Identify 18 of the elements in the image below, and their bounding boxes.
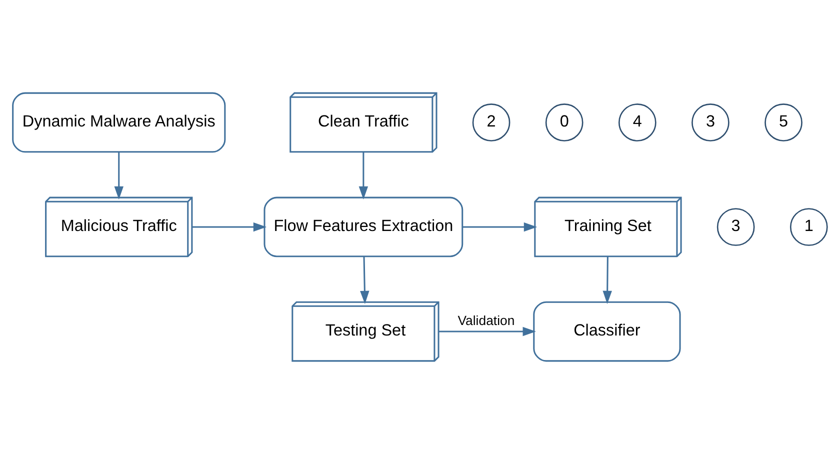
node-circle: 3 bbox=[716, 208, 755, 246]
arrow bbox=[360, 256, 370, 304]
node-circle: 2 bbox=[472, 103, 510, 141]
node-box: Dynamic Malware Analysis bbox=[12, 92, 226, 152]
arrow bbox=[602, 256, 612, 304]
arrow bbox=[114, 152, 124, 200]
node-circle: 3 bbox=[692, 103, 730, 141]
node-circle: 1 bbox=[790, 208, 828, 246]
node-circle: 0 bbox=[545, 103, 584, 141]
node-circle: 4 bbox=[618, 103, 656, 141]
arrow bbox=[462, 222, 538, 232]
arrow bbox=[192, 222, 267, 232]
edge-label: Validation bbox=[458, 312, 515, 328]
node-box: Classifier bbox=[533, 300, 681, 362]
node-box: Flow Features Extraction bbox=[264, 196, 464, 257]
arrow bbox=[358, 152, 368, 200]
arrow bbox=[438, 326, 536, 336]
node-circle: 5 bbox=[764, 103, 802, 141]
